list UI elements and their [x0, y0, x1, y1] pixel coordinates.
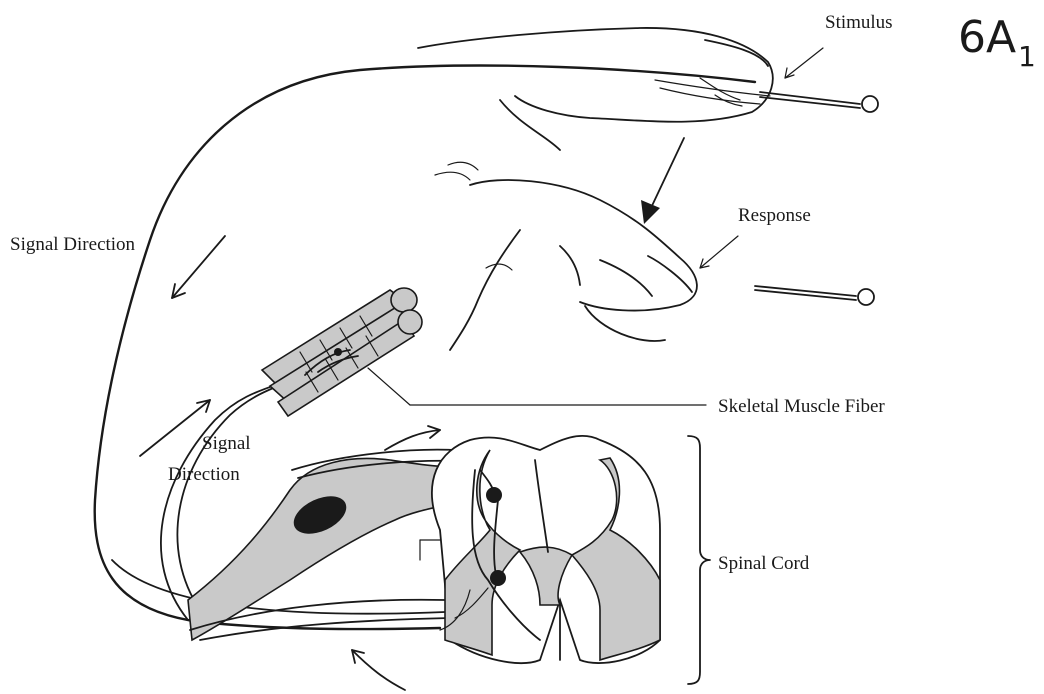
signal-arrow-mid: [140, 400, 210, 456]
stimulus-label: Stimulus: [825, 12, 893, 33]
spinal-cord-section: [420, 436, 660, 663]
skeletal-muscle-fiber: [262, 288, 706, 416]
skeletal-muscle-fiber-label: Skeletal Muscle Fiber: [718, 396, 885, 417]
stimulus-pin: [760, 48, 878, 112]
signal-arrow-top: [172, 236, 225, 298]
cord-arrow-top: [385, 426, 440, 450]
response-pin: [755, 286, 874, 305]
spinal-cord-label: Spinal Cord: [718, 553, 810, 574]
handwritten-tag: 6A: [958, 12, 1016, 63]
response-label: Response: [738, 205, 811, 226]
signal-direction-label-mid-2: Direction: [168, 464, 240, 485]
motion-arrow: [641, 138, 684, 224]
signal-direction-label-top: Signal Direction: [10, 234, 136, 255]
motion-lines: [435, 162, 478, 180]
upper-finger: [418, 28, 773, 150]
handwritten-tag-subscript: 1: [1018, 40, 1036, 73]
cord-arrow-bottom: [352, 650, 405, 690]
signal-direction-label-mid-1: Signal: [202, 433, 251, 454]
spinal-cord-bracket: [688, 436, 710, 684]
hand-response: [450, 180, 738, 350]
